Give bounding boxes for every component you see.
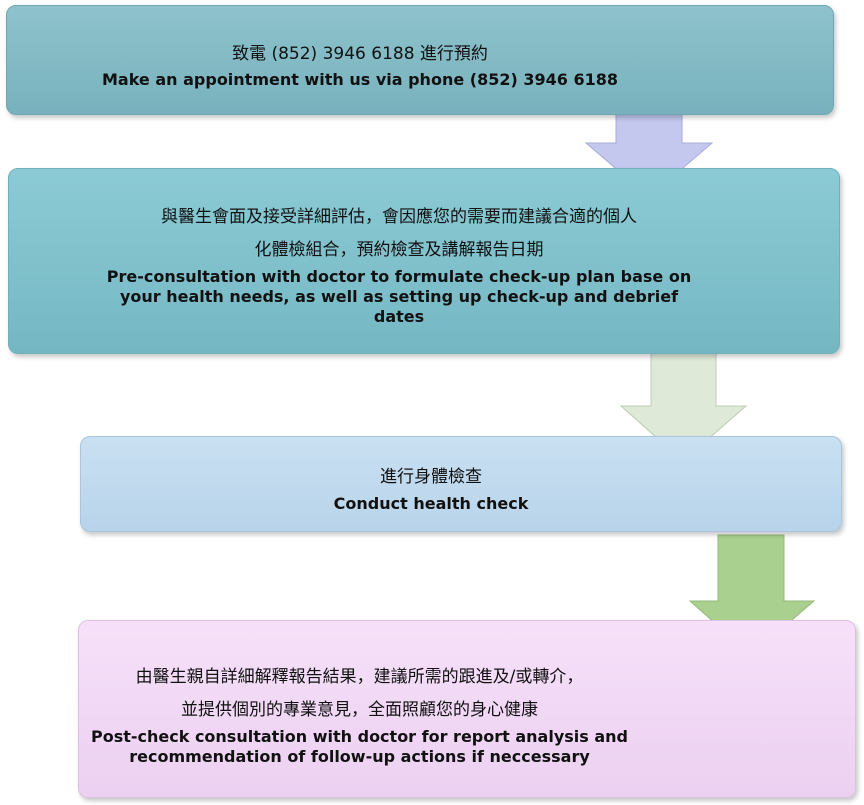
step-4-zh-line-1: 由醫生親自詳細解釋報告結果，建議所需的跟進及/或轉介， [135, 667, 584, 687]
step-3-en-text: Conduct health check [333, 493, 529, 513]
step-4-en-text: Post-check consultation with doctor for … [90, 727, 628, 766]
step-1-en-text: Make an appointment with us via phone (8… [102, 69, 618, 89]
step-3-box: 進行身體檢查 Conduct health check [80, 436, 842, 532]
step-4-box: 由醫生親自詳細解釋報告結果，建議所需的跟進及/或轉介， 並提供個別的專業意見，全… [78, 620, 856, 798]
step-4-zh-line-2: 並提供個別的專業意見，全面照顧您的身心健康 [181, 700, 538, 720]
step-2-en-text: Pre-consultation with doctor to formulat… [106, 267, 692, 326]
step-2-zh-line-2: 化體檢組合，預約檢查及講解報告日期 [254, 240, 544, 260]
step-1-box: 致電 (852) 3946 6188 進行預約 Make an appointm… [6, 5, 834, 115]
step-2-zh-line-1: 與醫生會面及接受詳細評估，會因應您的需要而建議合適的個人 [161, 207, 637, 227]
step-1-zh-text: 致電 (852) 3946 6188 進行預約 [232, 43, 488, 64]
step-3-zh-text: 進行身體檢查 [380, 466, 482, 487]
step-2-box: 與醫生會面及接受詳細評估，會因應您的需要而建議合適的個人 化體檢組合，預約檢查及… [8, 168, 840, 354]
